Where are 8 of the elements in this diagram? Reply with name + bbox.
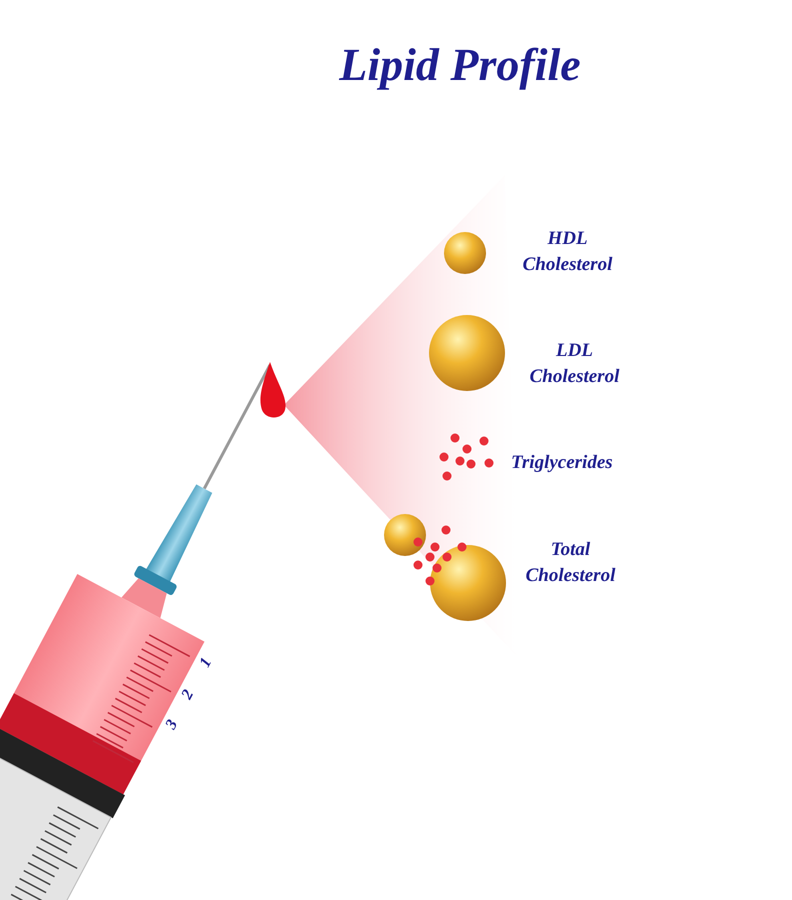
component-label: Triglycerides [511,451,614,475]
scale-number: 1 [195,654,216,672]
component-label: LDL Cholesterol [528,339,620,389]
component-label: HDL Cholesterol [522,227,614,277]
diagram-title: Lipid Profile [338,40,582,91]
scale-number: 2 [177,686,198,704]
component-label: Total Cholesterol [524,538,616,588]
scale-number: 3 [161,716,182,734]
